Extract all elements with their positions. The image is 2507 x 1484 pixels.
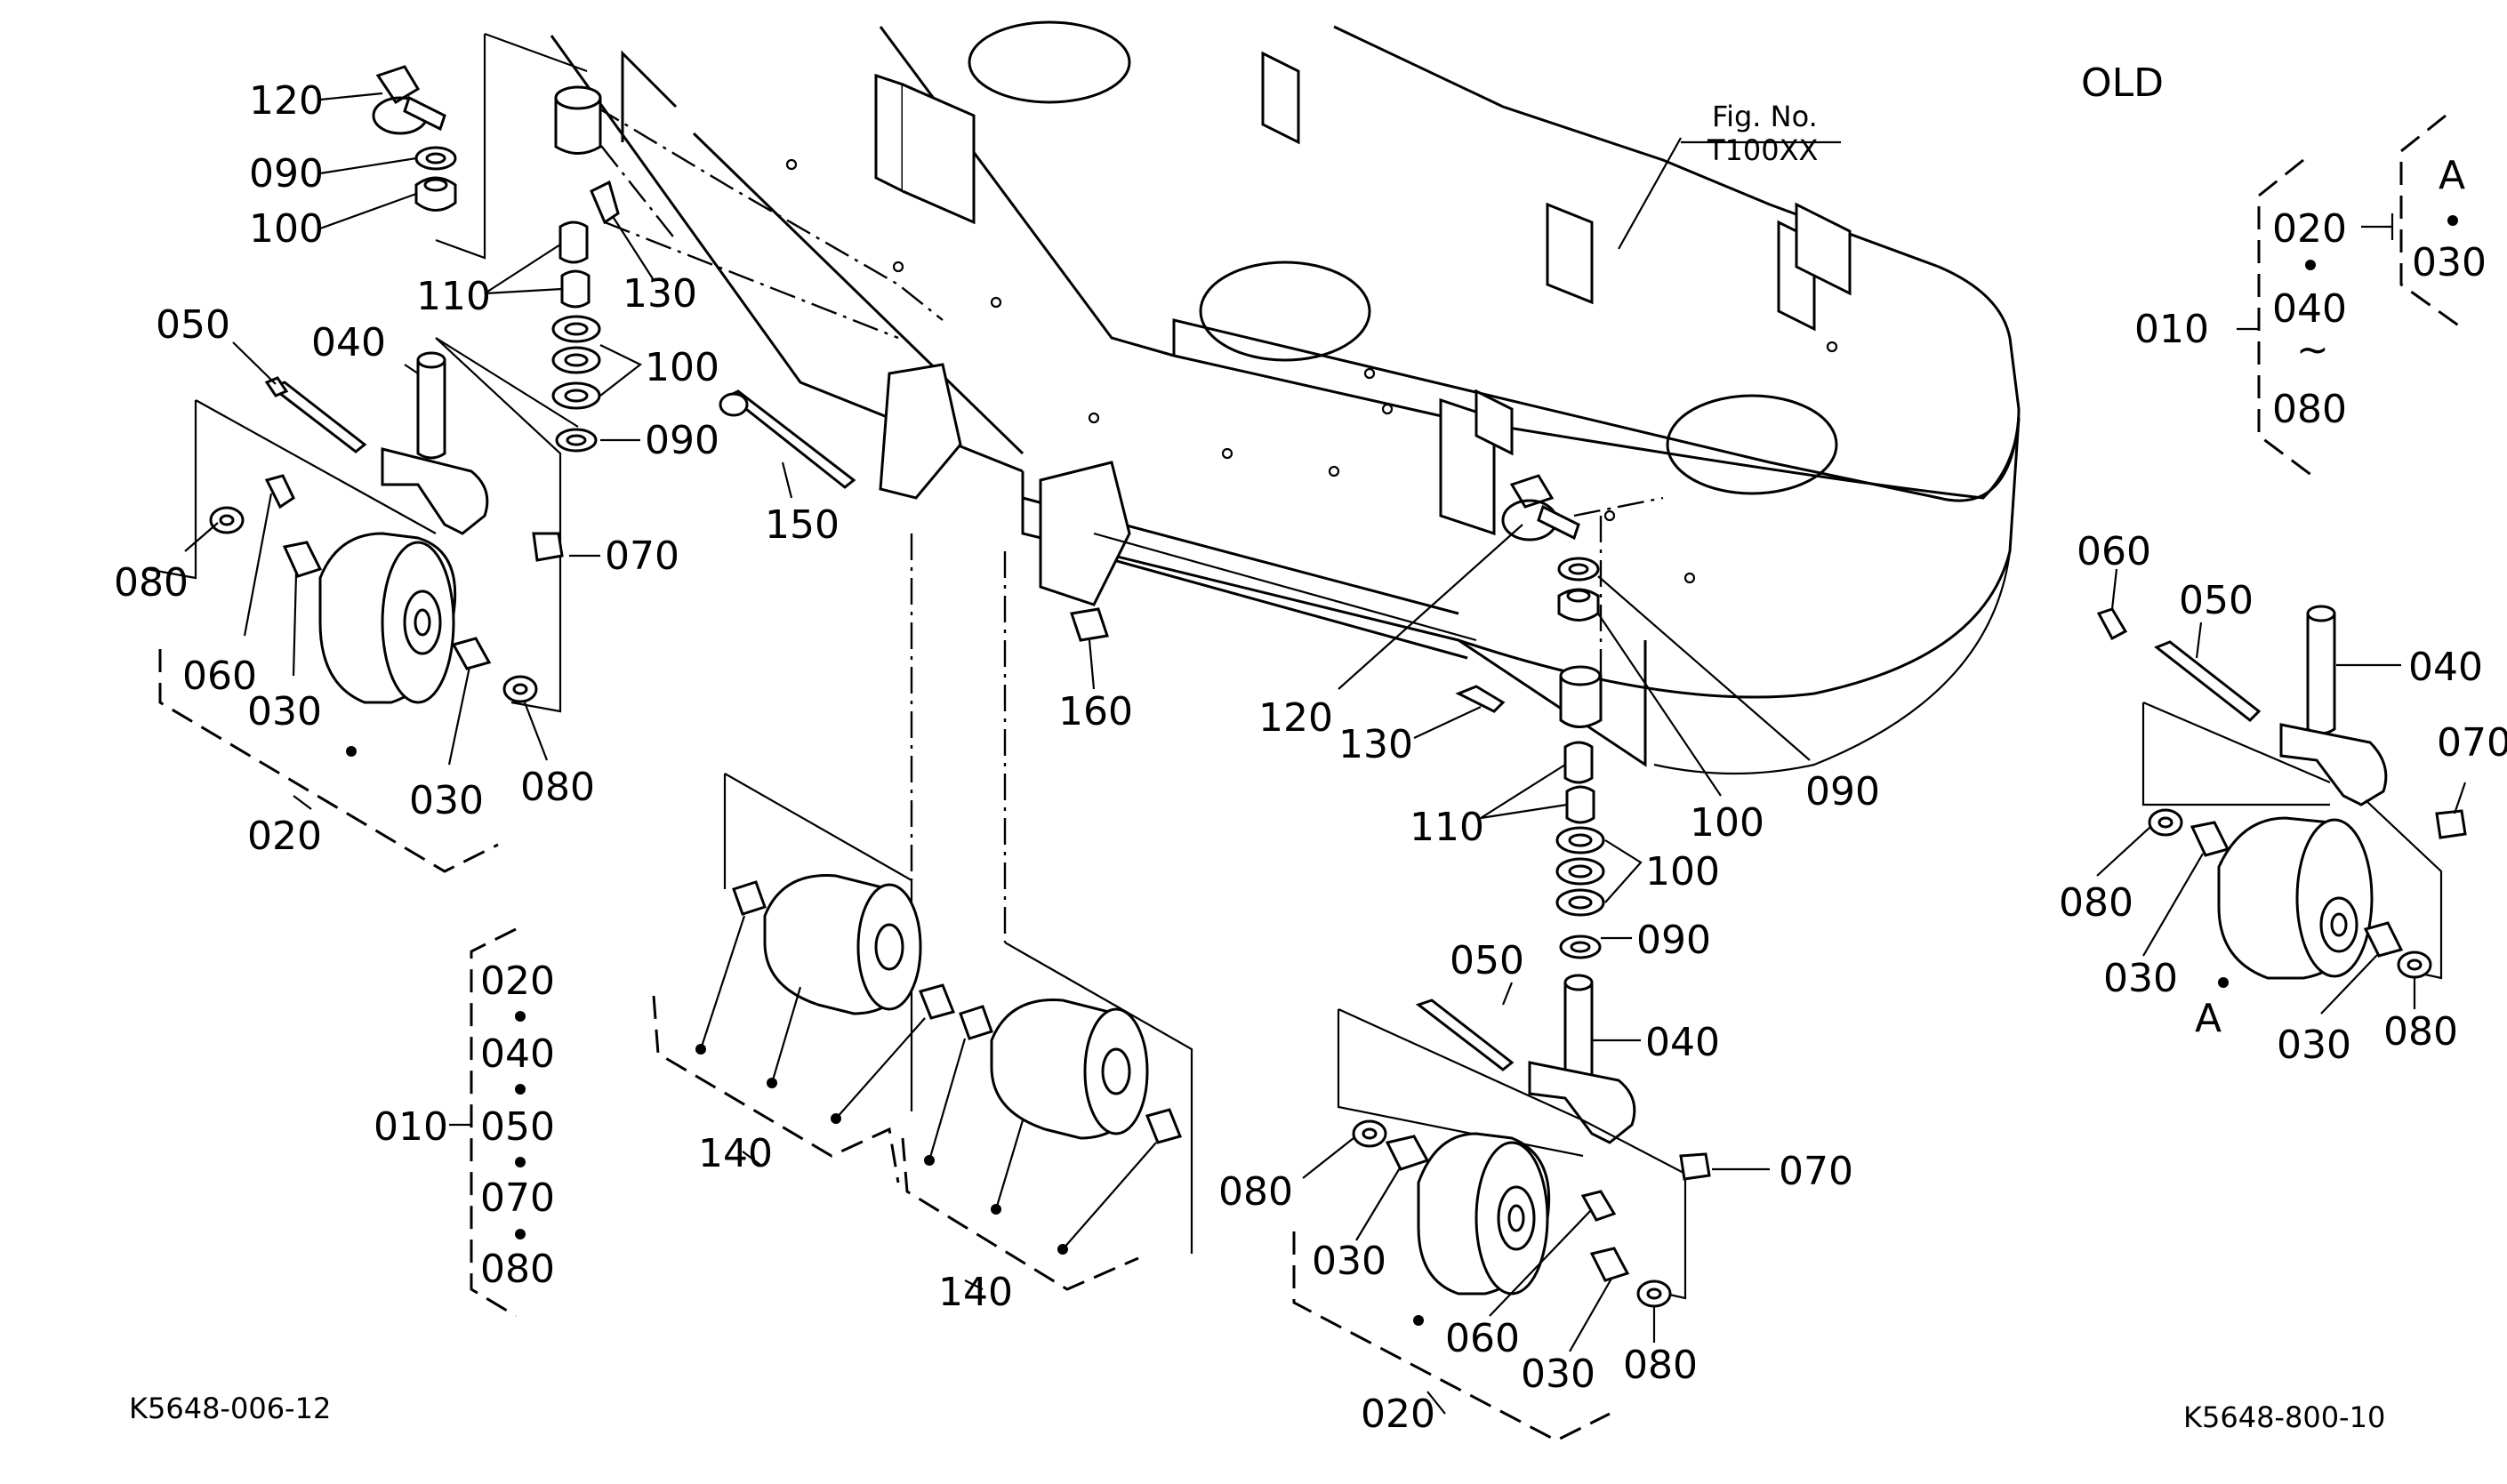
mower-deck <box>550 20 2021 775</box>
label-r-080: 080 <box>2059 880 2133 926</box>
footer-left-code: K5648-006-12 <box>129 1392 331 1425</box>
key-right-tilde: ~ <box>2296 327 2329 373</box>
label-c-130: 130 <box>1338 722 1413 767</box>
label-030b: 030 <box>409 778 484 823</box>
key-right-main: 010 <box>2134 307 2209 352</box>
key-left-m0: 020 <box>480 959 555 1004</box>
label-090: 090 <box>249 151 324 197</box>
label-c-030b: 030 <box>1521 1352 1595 1397</box>
label-r-060: 060 <box>2077 529 2151 574</box>
key-right-sub-letter: A <box>2439 153 2465 198</box>
label-020: 020 <box>247 814 322 859</box>
label-c-060: 060 <box>1445 1316 1520 1361</box>
key-left-m1: 040 <box>480 1031 555 1077</box>
label-c-080b: 080 <box>1623 1343 1698 1388</box>
key-right-m1: 040 <box>2272 286 2347 332</box>
label-090b: 090 <box>645 418 719 463</box>
key-left-m2: 050 <box>480 1104 555 1150</box>
key-left-main: 010 <box>374 1104 448 1150</box>
label-070: 070 <box>605 533 679 579</box>
label-r-040: 040 <box>2408 645 2483 690</box>
center-caster-assembly <box>1292 474 1711 1442</box>
label-c-080: 080 <box>1218 1169 1293 1215</box>
label-r-070: 070 <box>2437 720 2507 766</box>
assembly-key-left <box>449 927 526 1318</box>
label-140b: 140 <box>938 1270 1013 1315</box>
label-c-120: 120 <box>1258 695 1333 741</box>
left-caster-assembly <box>146 32 1109 873</box>
label-c-090b: 090 <box>1636 918 1711 963</box>
label-100: 100 <box>249 206 324 252</box>
label-150: 150 <box>765 502 840 548</box>
label-080: 080 <box>114 560 189 606</box>
fig-no-value: T100XX <box>1707 133 1818 167</box>
assembly-key-right <box>2237 114 2464 477</box>
label-c-070: 070 <box>1779 1149 1853 1194</box>
label-r-050: 050 <box>2179 578 2254 623</box>
label-060: 060 <box>182 654 257 699</box>
label-c-110: 110 <box>1410 805 1484 850</box>
label-r-080b: 080 <box>2383 1009 2458 1055</box>
old-caster-assembly <box>2096 605 2467 988</box>
label-c-020: 020 <box>1361 1392 1435 1437</box>
label-140: 140 <box>698 1131 773 1176</box>
label-c-030: 030 <box>1312 1239 1386 1284</box>
label-160: 160 <box>1058 689 1133 734</box>
label-c-040: 040 <box>1645 1020 1720 1065</box>
label-040: 040 <box>311 320 386 365</box>
leader-lines <box>184 92 2467 1415</box>
old-label: OLD <box>2081 60 2164 106</box>
key-right-m2: 080 <box>2272 387 2347 432</box>
label-030: 030 <box>247 689 322 734</box>
footer-right-code: K5648-800-10 <box>2183 1400 2385 1434</box>
key-left-m3: 070 <box>480 1175 555 1221</box>
key-right-m0: 020 <box>2272 206 2347 252</box>
label-130: 130 <box>623 271 697 317</box>
label-r-030: 030 <box>2103 956 2178 1001</box>
fig-no-label: Fig. No. <box>1712 100 1818 133</box>
label-050: 050 <box>156 302 230 348</box>
label-c-100b: 100 <box>1645 849 1720 894</box>
label-r-030b: 030 <box>2277 1023 2351 1068</box>
label-120: 120 <box>249 78 324 124</box>
label-100b: 100 <box>645 345 719 390</box>
label-c-050: 050 <box>1450 938 1524 983</box>
key-left-m4: 080 <box>480 1247 555 1292</box>
label-c-100: 100 <box>1690 800 1764 846</box>
label-r-a: A <box>2195 996 2222 1041</box>
label-080b: 080 <box>520 765 595 810</box>
key-right-sub-m0: 030 <box>2412 240 2487 285</box>
label-c-090: 090 <box>1805 769 1880 814</box>
label-110: 110 <box>416 274 491 319</box>
